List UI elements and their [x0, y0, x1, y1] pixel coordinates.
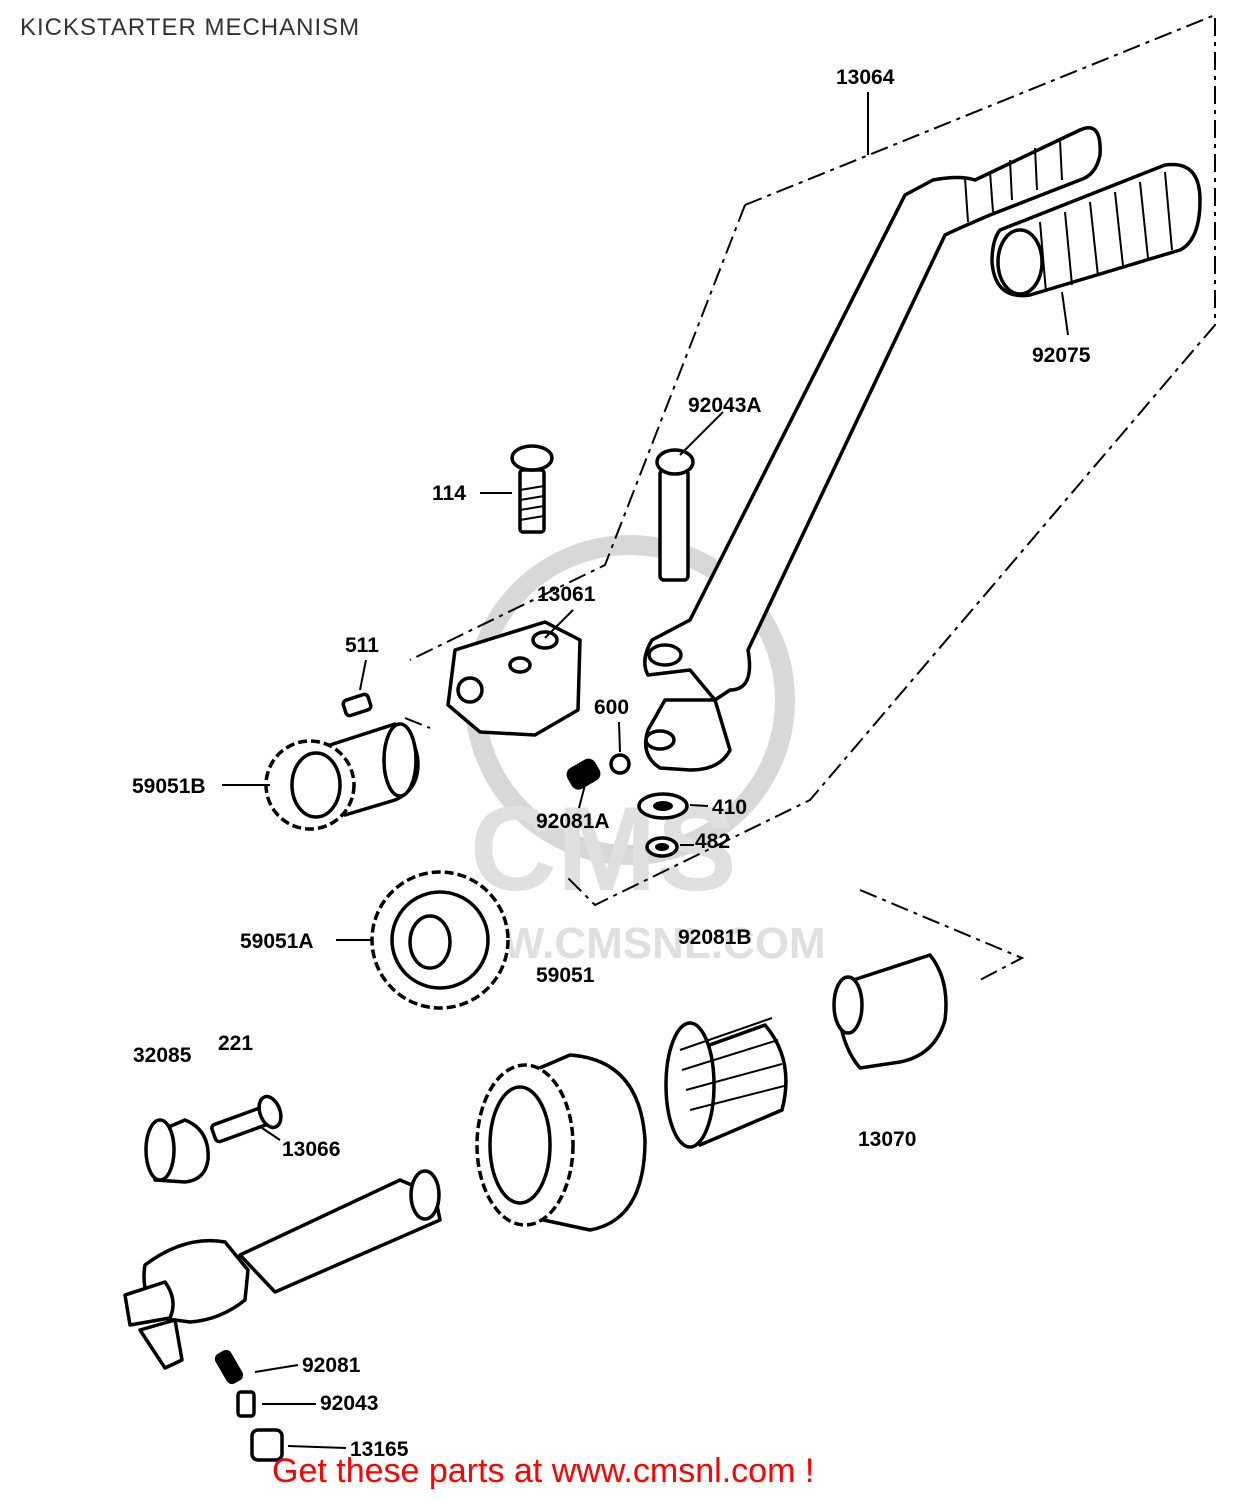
key-511	[341, 692, 373, 718]
part-label: 13165	[350, 1438, 409, 1461]
part-label: 59051	[536, 964, 595, 987]
sleeve-13070	[832, 953, 948, 1070]
spring-13070	[664, 1017, 788, 1149]
part-label: 13066	[282, 1138, 340, 1161]
leader-lines	[222, 92, 1069, 1449]
assembly-outline	[404, 13, 1216, 981]
gear-59051b	[264, 722, 420, 831]
spring-92081a	[566, 758, 601, 790]
washer-410	[637, 792, 689, 820]
bolt-114	[510, 444, 554, 534]
cap-13165	[250, 1428, 284, 1462]
spring-92081	[214, 1349, 244, 1385]
bush-32085	[144, 1118, 210, 1184]
part-label: 92043A	[688, 394, 762, 417]
part-label: 92075	[1032, 344, 1091, 367]
part-label: 92043	[320, 1392, 378, 1415]
part-label: 600	[594, 696, 629, 719]
pin-92043a	[655, 448, 695, 582]
part-label: 59051A	[240, 930, 314, 953]
part-label: 410	[712, 796, 747, 819]
kickstarter-shaft	[123, 1169, 442, 1370]
part-label: 482	[695, 830, 730, 853]
page-title: KICKSTARTER MECHANISM	[20, 14, 361, 41]
part-label: 32085	[133, 1044, 192, 1067]
pin-92043	[236, 1390, 256, 1418]
clamp-13061	[446, 620, 582, 737]
part-label: 221	[218, 1032, 253, 1055]
part-label: 92081B	[678, 926, 752, 949]
part-label: 13061	[537, 583, 596, 606]
part-label: 92081A	[536, 810, 610, 833]
screw-221	[210, 1094, 283, 1144]
part-label: 92081	[302, 1354, 361, 1377]
kick-pedal-lever	[643, 126, 1102, 772]
part-label: 13070	[858, 1128, 916, 1151]
part-label: 59051B	[132, 775, 206, 798]
part-label: 511	[345, 634, 379, 657]
footer-link[interactable]: Get these parts at www.cmsnl.com !	[272, 1452, 815, 1490]
ball-600	[609, 753, 631, 775]
circlip-482	[645, 836, 679, 858]
part-labels: 13064 92075 92043A 114 13061 511 600 590…	[132, 66, 1091, 1461]
grip-rubber	[990, 162, 1202, 298]
part-label: 13064	[836, 66, 895, 89]
gear-59051a	[370, 870, 510, 1010]
part-label: 114	[432, 482, 466, 505]
gear-59051	[475, 1053, 647, 1232]
